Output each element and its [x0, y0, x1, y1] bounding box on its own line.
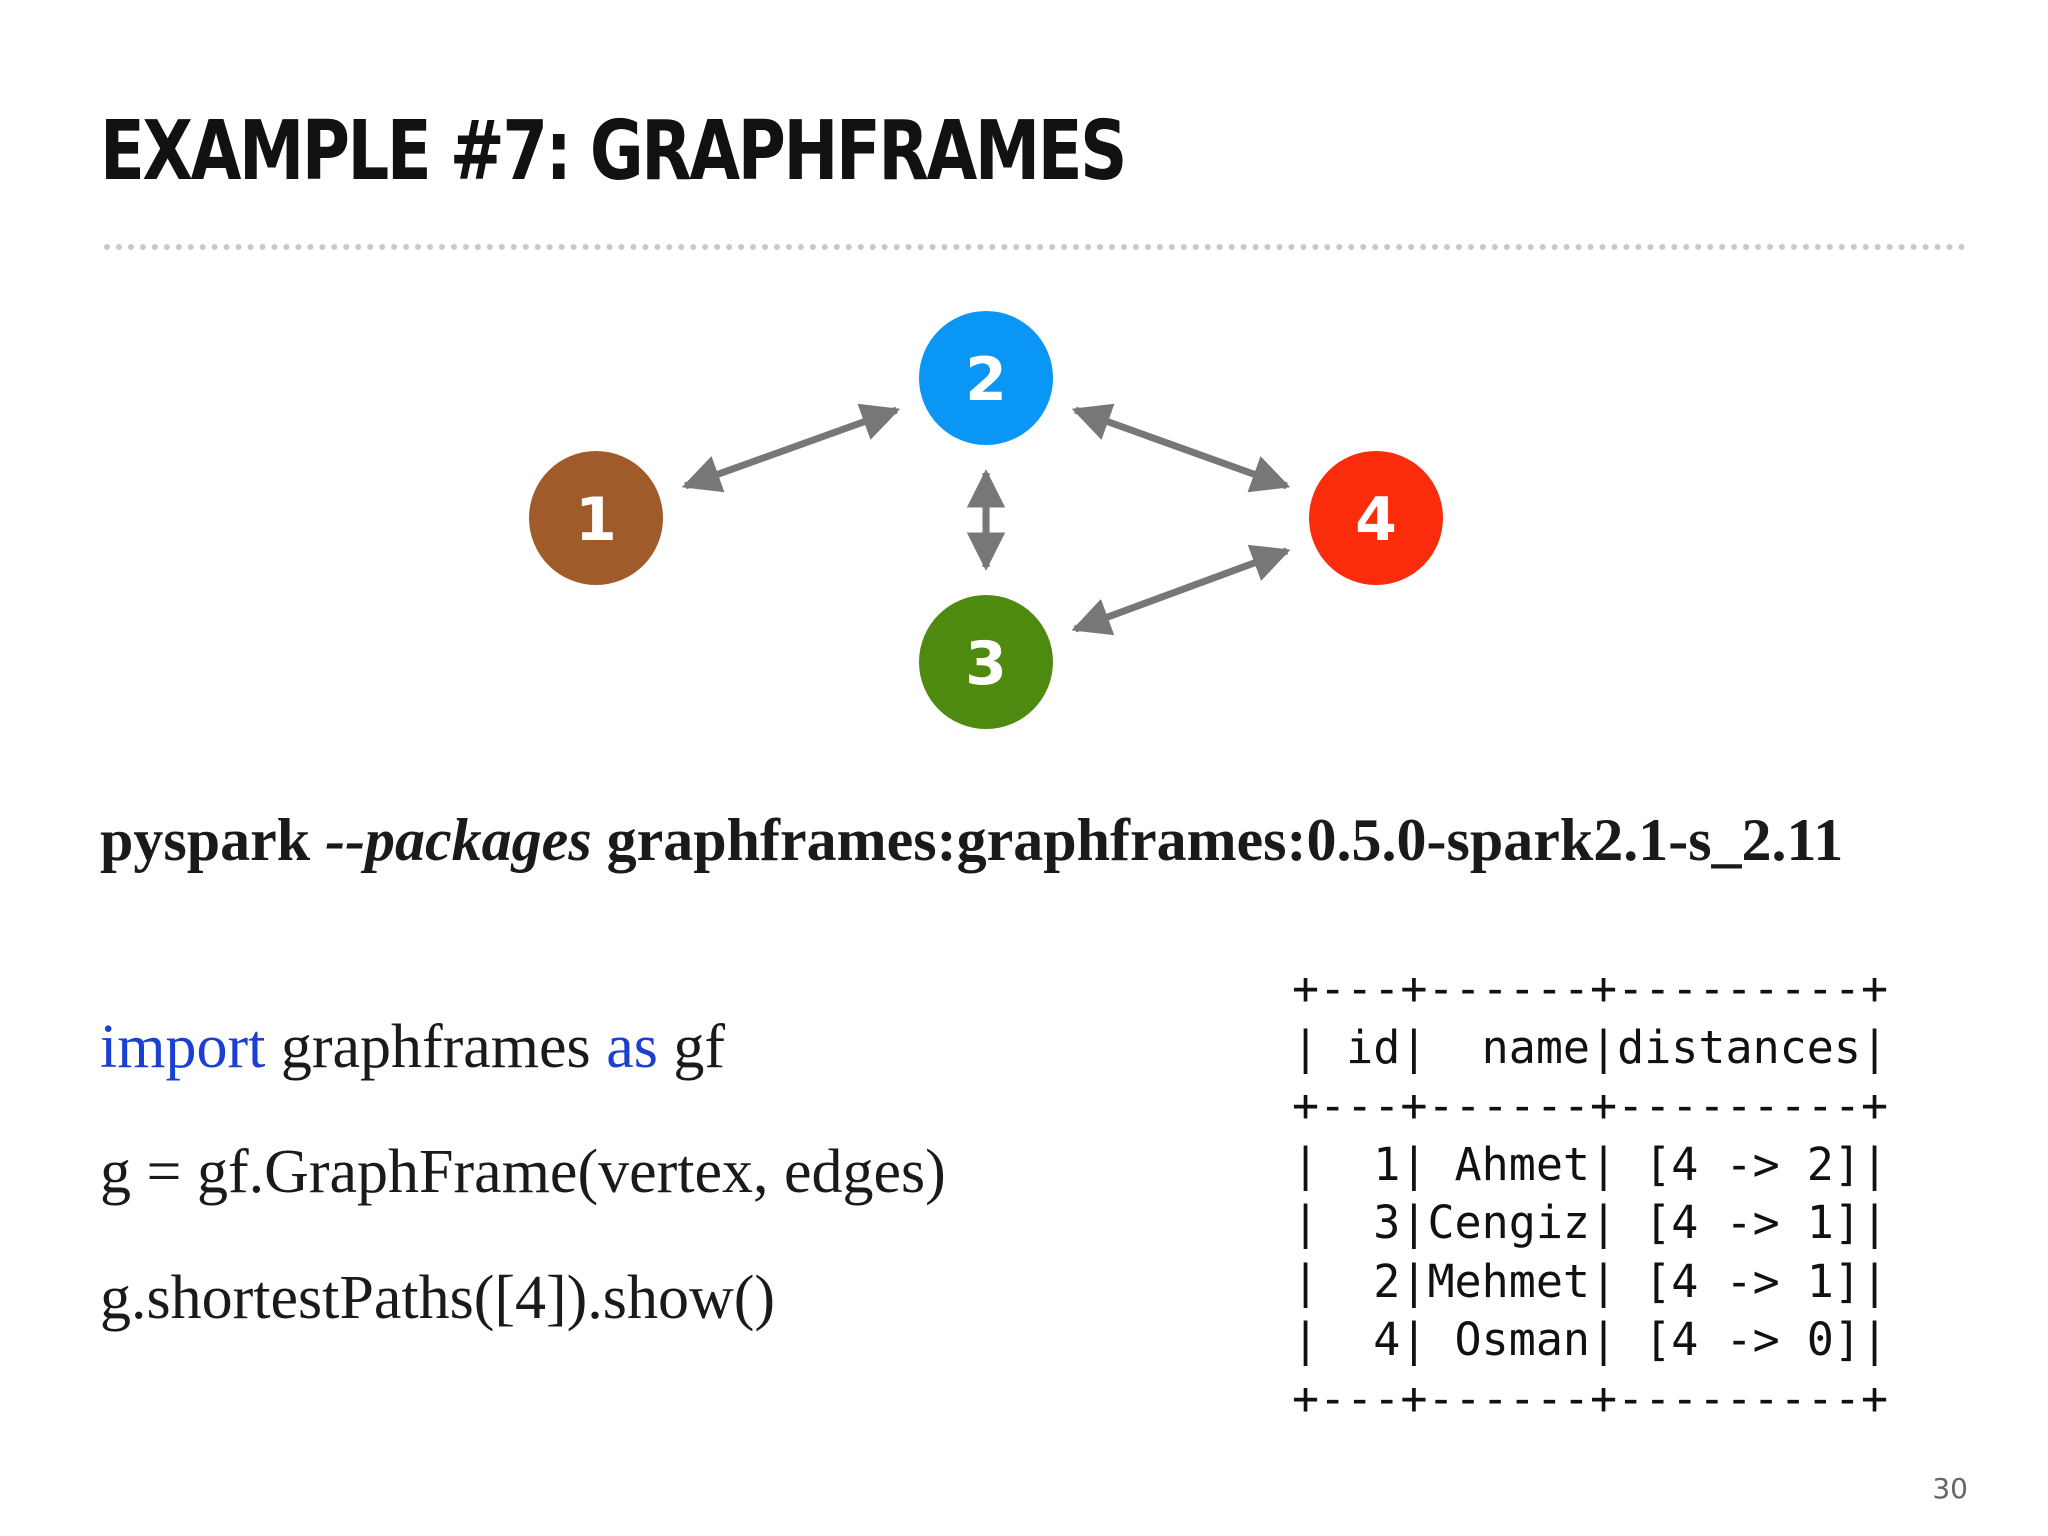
import-keyword: import — [100, 1013, 266, 1081]
page-number: 30 — [1932, 1472, 1968, 1505]
command-package: graphframes:graphframes:0.5.0-spark2.1-s… — [591, 807, 1844, 873]
command-option: --packages — [325, 807, 592, 873]
node-circle-2 — [919, 311, 1053, 445]
code-line-graphframe: g = gf.GraphFrame(vertex, edges) — [100, 1138, 946, 1206]
node-2: 2 — [919, 311, 1053, 445]
node-1: 1 — [529, 451, 663, 585]
import-alias: gf — [657, 1013, 725, 1081]
node-circle-3 — [919, 595, 1053, 729]
edge-1-2 — [681, 403, 901, 493]
code-line-shortest-paths: g.shortestPaths([4]).show() — [100, 1264, 776, 1332]
node-label-3: 3 — [965, 629, 1007, 699]
as-keyword: as — [606, 1013, 658, 1081]
node-label-2: 2 — [965, 345, 1007, 415]
pyspark-command: pyspark --packages graphframes:graphfram… — [100, 796, 1960, 884]
code-line-import: import graphframes as gf — [100, 1012, 725, 1083]
node-circle-1 — [529, 451, 663, 585]
node-label-4: 4 — [1355, 485, 1397, 555]
graph-diagram: 1 2 3 4 — [529, 311, 1443, 729]
slide-title: EXAMPLE #7: GRAPHFRAMES — [100, 104, 1127, 199]
command-prefix: pyspark — [100, 807, 326, 873]
node-3: 3 — [919, 595, 1053, 729]
import-module: graphframes — [265, 1013, 607, 1081]
node-4: 4 — [1309, 451, 1443, 585]
edge-2-4 — [1071, 403, 1291, 493]
title-divider — [104, 244, 1966, 250]
node-label-1: 1 — [575, 485, 617, 555]
shortest-paths-output-table: +---+------+---------+ | id| name|distan… — [1292, 962, 1889, 1425]
node-circle-4 — [1309, 451, 1443, 585]
edge-3-4 — [1071, 544, 1291, 636]
